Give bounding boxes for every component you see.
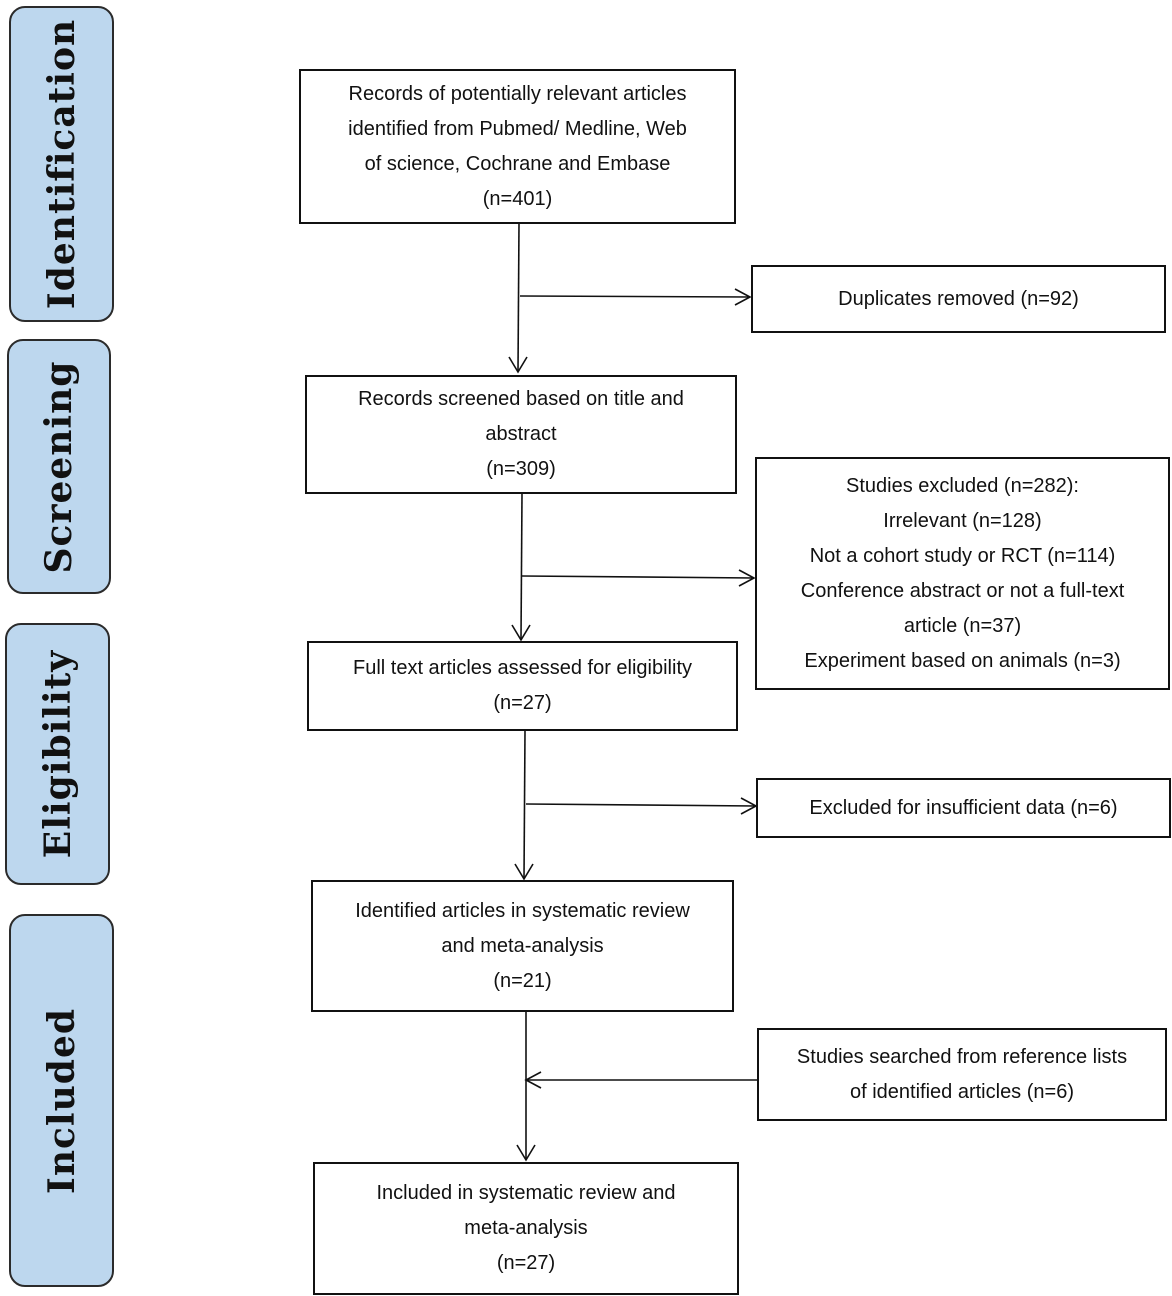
- excluded-insufficient-text: Excluded for insufficient data (n=6): [809, 796, 1118, 819]
- arrowhead-reference-lists: [524, 1071, 542, 1089]
- connector-screened-to-fulltext: [520, 493, 523, 641]
- reference-lists-box: Studies searched from reference lists of…: [757, 1028, 1167, 1121]
- phase-included: Included: [9, 914, 114, 1287]
- phase-identification: Identification: [9, 6, 114, 322]
- full-text-assessed-count: (n=27): [493, 692, 552, 714]
- included-final-box: Included in systematic review and meta-a…: [313, 1162, 739, 1295]
- studies-excluded-reason-3a: Conference abstract or not a full-text: [800, 579, 1125, 602]
- included-final-count: (n=27): [496, 1252, 556, 1274]
- studies-excluded-heading: Studies excluded (n=282):: [846, 474, 1079, 497]
- arrowhead-fulltext: [511, 624, 531, 642]
- connector-to-duplicates: [519, 295, 751, 298]
- arrowhead-studies-excluded: [738, 569, 756, 587]
- studies-excluded-reason-4: Experiment based on animals (n=3): [804, 649, 1121, 672]
- records-identified-box: Records of potentially relevant articles…: [299, 69, 736, 224]
- arrowhead-duplicates: [734, 288, 752, 306]
- included-final-line-2: meta-analysis: [464, 1217, 588, 1239]
- arrowhead-identified: [514, 863, 534, 881]
- connector-fulltext-to-identified: [523, 730, 526, 880]
- studies-excluded-reason-1: Irrelevant (n=128): [883, 509, 1042, 532]
- included-final-line-1: Included in systematic review and: [376, 1182, 676, 1204]
- records-screened-count: (n=309): [486, 458, 556, 480]
- connector-to-excluded-insufficient: [525, 803, 757, 807]
- duplicates-removed-box: Duplicates removed (n=92): [751, 265, 1166, 333]
- excluded-insufficient-box: Excluded for insufficient data (n=6): [756, 778, 1171, 838]
- records-screened-box: Records screened based on title and abst…: [305, 375, 737, 494]
- records-screened-line-1: Records screened based on title and: [358, 388, 684, 410]
- phase-screening: Screening: [7, 339, 111, 594]
- studies-excluded-reason-2: Not a cohort study or RCT (n=114): [809, 544, 1116, 567]
- studies-excluded-reason-3b: article (n=37): [903, 614, 1022, 637]
- full-text-assessed-line-1: Full text articles assessed for eligibil…: [352, 657, 692, 679]
- connector-records-to-screened: [517, 222, 520, 373]
- duplicates-removed-text: Duplicates removed (n=92): [838, 287, 1079, 310]
- records-identified-line-1: Records of potentially relevant articles: [348, 82, 687, 105]
- reference-lists-line-1: Studies searched from reference lists: [796, 1045, 1128, 1068]
- full-text-assessed-box: Full text articles assessed for eligibil…: [307, 641, 738, 731]
- studies-excluded-box: Studies excluded (n=282): Irrelevant (n=…: [755, 457, 1170, 690]
- records-identified-line-3: of science, Cochrane and Embase: [364, 152, 671, 175]
- phase-eligibility: Eligibility: [5, 623, 110, 885]
- identified-in-review-count: (n=21): [493, 969, 552, 992]
- arrowhead-included: [516, 1144, 536, 1162]
- connector-to-studies-excluded: [521, 575, 755, 579]
- records-screened-line-2: abstract: [485, 423, 557, 445]
- identified-in-review-box: Identified articles in systematic review…: [311, 880, 734, 1012]
- identified-in-review-line-2: and meta-analysis: [441, 934, 604, 957]
- arrowhead-screened: [508, 356, 528, 374]
- records-identified-line-2: identified from Pubmed/ Medline, Web: [348, 117, 687, 140]
- records-identified-count: (n=401): [482, 187, 553, 210]
- identified-in-review-line-1: Identified articles in systematic review: [355, 899, 690, 922]
- reference-lists-line-2: of identified articles (n=6): [849, 1080, 1074, 1103]
